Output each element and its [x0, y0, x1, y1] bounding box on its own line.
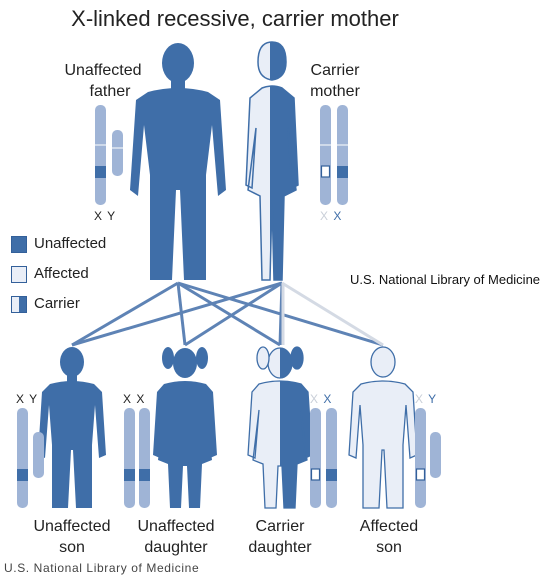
mother-chromosome-x2 [337, 105, 348, 205]
father-label: Unaffected father [58, 60, 148, 102]
father-chromosome-x [95, 105, 106, 205]
mother-figure [246, 42, 298, 280]
legend-swatch-unaffected [11, 236, 27, 253]
child4-y: Y [428, 392, 437, 406]
credit-bottom: U.S. National Library of Medicine [4, 561, 199, 575]
child3-x: X [323, 392, 332, 406]
child-label-2: Unaffected daughter [126, 516, 226, 558]
legend-label-carrier: Carrier [34, 295, 80, 312]
mother-chromosome-x1 [320, 105, 331, 205]
child1-chromosomes [17, 408, 44, 508]
credit-right: U.S. National Library of Medicine [350, 272, 540, 287]
child-label-1: Unaffected son [22, 516, 122, 558]
child-unaffected-daughter-figure [153, 347, 217, 508]
legend-swatch-affected [11, 266, 27, 283]
child-label-3: Carrier daughter [230, 516, 330, 558]
child1-label-line1: Unaffected [22, 516, 122, 537]
child3-label-line2: daughter [230, 537, 330, 558]
child4-label-line2: son [339, 537, 439, 558]
mother-chromosome-letters: X X [320, 209, 342, 223]
mother-x: X [333, 209, 342, 223]
child1-label-line2: son [22, 537, 122, 558]
child3-chromosomes [310, 408, 337, 508]
child-label-4: Affected son [339, 516, 439, 558]
mother-label-line1: Carrier [300, 60, 370, 81]
inheritance-lines [72, 283, 383, 345]
child-carrier-daughter-figure [248, 347, 312, 508]
father-label-line1: Unaffected [58, 60, 148, 81]
legend-swatch-carrier [11, 296, 27, 313]
father-chromosome-y [112, 130, 123, 176]
child4-label-line1: Affected [339, 516, 439, 537]
child1-chromosome-letters: X Y [16, 392, 38, 406]
legend-label-unaffected: Unaffected [34, 235, 106, 252]
child4-chromosome-letters: X Y [415, 392, 437, 406]
child3-x-faded: X [310, 392, 319, 406]
father-chromosome-letters: X Y [94, 209, 116, 223]
child4-x-faded: X [415, 392, 424, 406]
child-unaffected-son-figure [38, 347, 106, 508]
mother-label: Carrier mother [300, 60, 370, 102]
child3-chromosome-letters: X X [310, 392, 332, 406]
child4-chromosomes [415, 408, 441, 508]
child-affected-son-figure [349, 347, 417, 508]
child2-label-line1: Unaffected [126, 516, 226, 537]
child2-chromosomes [124, 408, 150, 508]
child2-chromosome-letters: X X [123, 392, 145, 406]
child3-label-line1: Carrier [230, 516, 330, 537]
mother-label-line2: mother [300, 81, 370, 102]
mother-x-faded: X [320, 209, 329, 223]
child2-label-line2: daughter [126, 537, 226, 558]
father-label-line2: father [58, 81, 148, 102]
legend-label-affected: Affected [34, 265, 89, 282]
